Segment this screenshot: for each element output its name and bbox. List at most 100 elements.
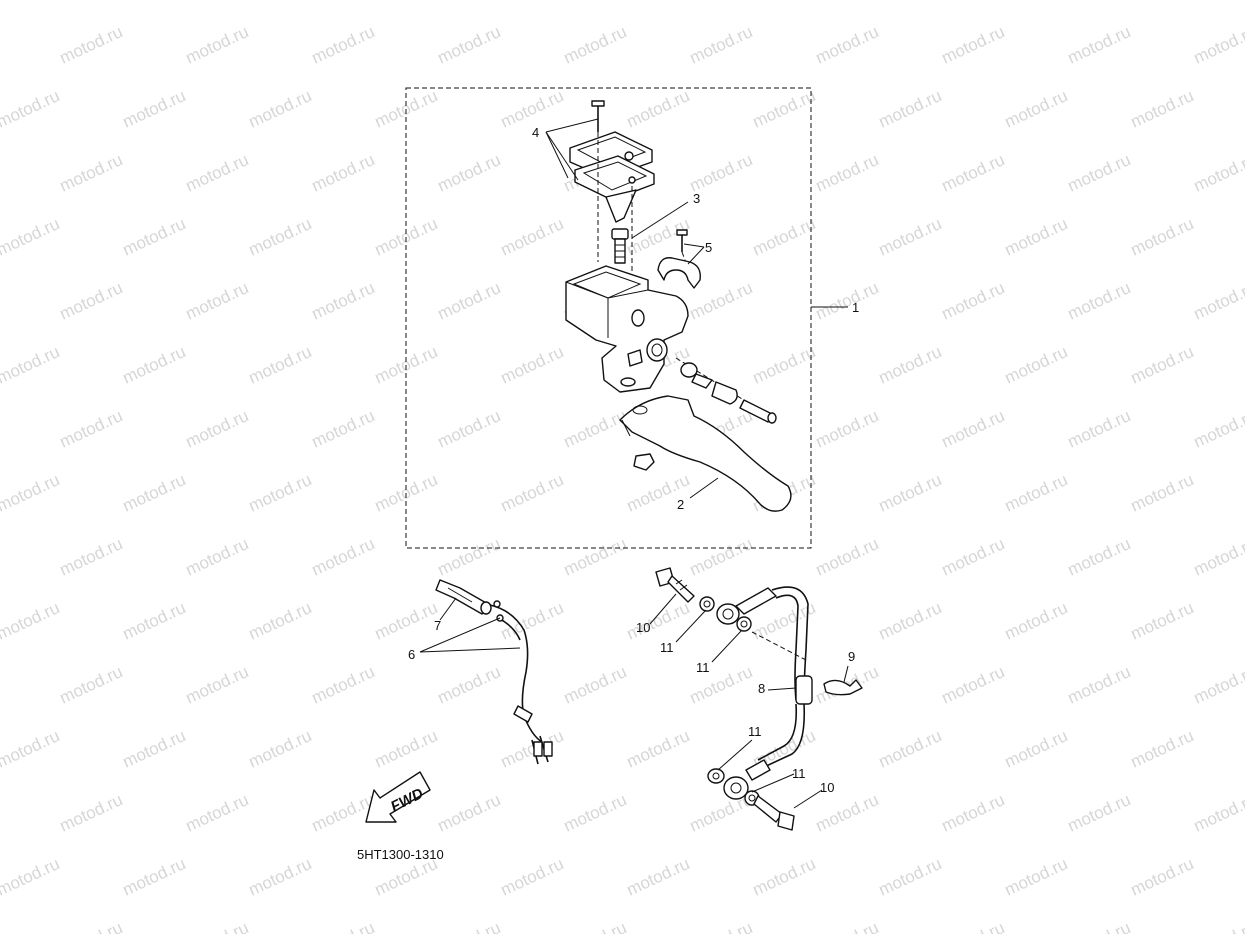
brake-hose-assembly bbox=[655, 567, 863, 831]
watermark-text: motod.ru bbox=[435, 22, 504, 68]
watermark-text: motod.ru bbox=[876, 0, 945, 4]
watermark-text: motod.ru bbox=[813, 790, 882, 836]
callout-4: 4 bbox=[532, 125, 539, 140]
watermark-text: motod.ru bbox=[498, 470, 567, 516]
watermark-text: motod.ru bbox=[876, 214, 945, 260]
watermark-text: motod.ru bbox=[624, 86, 693, 132]
watermark-text: motod.ru bbox=[372, 342, 441, 388]
watermark-text: motod.ru bbox=[498, 854, 567, 900]
callout-11-bottom-a: 11 bbox=[748, 724, 762, 739]
watermark-text: motod.ru bbox=[1191, 406, 1245, 452]
watermark-text: motod.ru bbox=[876, 854, 945, 900]
watermark-text: motod.ru bbox=[939, 918, 1008, 934]
watermark-text: motod.ru bbox=[1128, 0, 1197, 4]
assembly-boundary bbox=[405, 87, 812, 549]
watermark-text: motod.ru bbox=[813, 534, 882, 580]
callout-leaders bbox=[419, 118, 849, 809]
watermark-text: motod.ru bbox=[498, 214, 567, 260]
watermark-text: motod.ru bbox=[1191, 662, 1245, 708]
watermark-text: motod.ru bbox=[435, 790, 504, 836]
watermark-text: motod.ru bbox=[57, 406, 126, 452]
watermark-text: motod.ru bbox=[1002, 342, 1071, 388]
watermark-text: motod.ru bbox=[1065, 918, 1134, 934]
watermark-text: motod.ru bbox=[0, 598, 62, 644]
callout-10-bottom: 10 bbox=[820, 780, 834, 795]
watermark-text: motod.ru bbox=[939, 22, 1008, 68]
callout-1: 1 bbox=[852, 300, 859, 315]
callout-7: 7 bbox=[434, 618, 441, 633]
watermark-text: motod.ru bbox=[246, 86, 315, 132]
watermark-text: motod.ru bbox=[939, 150, 1008, 196]
watermark-text: motod.ru bbox=[1002, 854, 1071, 900]
watermark-text: motod.ru bbox=[1065, 790, 1134, 836]
watermark-text: motod.ru bbox=[372, 0, 441, 4]
watermark-text: motod.ru bbox=[57, 918, 126, 934]
watermark-text: motod.ru bbox=[246, 854, 315, 900]
watermark-text: motod.ru bbox=[246, 726, 315, 772]
watermark-text: motod.ru bbox=[561, 918, 630, 934]
watermark-text: motod.ru bbox=[750, 86, 819, 132]
callout-3: 3 bbox=[693, 191, 700, 206]
watermark-text: motod.ru bbox=[498, 342, 567, 388]
brake-switch-assembly bbox=[435, 579, 553, 765]
callout-11-top-b: 11 bbox=[696, 660, 710, 675]
watermark-text: motod.ru bbox=[498, 598, 567, 644]
watermark-text: motod.ru bbox=[561, 790, 630, 836]
watermark-text: motod.ru bbox=[687, 150, 756, 196]
watermark-text: motod.ru bbox=[309, 790, 378, 836]
watermark-text: motod.ru bbox=[813, 150, 882, 196]
watermark-text: motod.ru bbox=[813, 406, 882, 452]
watermark-text: motod.ru bbox=[0, 86, 62, 132]
watermark-text: motod.ru bbox=[939, 406, 1008, 452]
watermark-text: motod.ru bbox=[120, 854, 189, 900]
callout-11-bottom-b: 11 bbox=[792, 766, 806, 781]
watermark-text: motod.ru bbox=[561, 406, 630, 452]
brake-lever bbox=[619, 395, 792, 512]
watermark-text: motod.ru bbox=[750, 342, 819, 388]
figure-code: 5HT1300-1310 bbox=[357, 847, 444, 862]
watermark-text: motod.ru bbox=[876, 342, 945, 388]
watermark-text: motod.ru bbox=[309, 534, 378, 580]
watermark-text: motod.ru bbox=[246, 342, 315, 388]
watermark-text: motod.ru bbox=[183, 278, 252, 324]
watermark-text: motod.ru bbox=[1065, 534, 1134, 580]
watermark-text: motod.ru bbox=[1191, 150, 1245, 196]
callout-5: 5 bbox=[705, 240, 712, 255]
watermark-text: motod.ru bbox=[1128, 726, 1197, 772]
watermark-text: motod.ru bbox=[813, 22, 882, 68]
watermark-text: motod.ru bbox=[624, 854, 693, 900]
watermark-text: motod.ru bbox=[1191, 534, 1245, 580]
watermark-text: motod.ru bbox=[435, 278, 504, 324]
watermark-text: motod.ru bbox=[1002, 726, 1071, 772]
watermark-text: motod.ru bbox=[750, 0, 819, 4]
banjo-bolt-3 bbox=[611, 228, 629, 264]
watermark-text: motod.ru bbox=[435, 150, 504, 196]
watermark-text: motod.ru bbox=[435, 534, 504, 580]
watermark-text: motod.ru bbox=[1191, 278, 1245, 324]
watermark-text: motod.ru bbox=[120, 726, 189, 772]
watermark-text: motod.ru bbox=[309, 22, 378, 68]
watermark-text: motod.ru bbox=[624, 726, 693, 772]
watermark-text: motod.ru bbox=[435, 406, 504, 452]
watermark-text: motod.ru bbox=[1191, 790, 1245, 836]
forward-direction-arrow: FWD bbox=[365, 771, 431, 823]
diaphragm-plate bbox=[574, 155, 655, 201]
watermark-text: motod.ru bbox=[1128, 214, 1197, 260]
watermark-text: motod.ru bbox=[876, 470, 945, 516]
watermark-text: motod.ru bbox=[120, 86, 189, 132]
watermark-text: motod.ru bbox=[1002, 598, 1071, 644]
watermark-text: motod.ru bbox=[183, 790, 252, 836]
watermark-text: motod.ru bbox=[0, 0, 62, 4]
watermark-text: motod.ru bbox=[372, 214, 441, 260]
watermark-text: motod.ru bbox=[876, 86, 945, 132]
watermark-text: motod.ru bbox=[0, 726, 62, 772]
callout-6: 6 bbox=[408, 647, 415, 662]
clamp bbox=[657, 257, 701, 289]
watermark-text: motod.ru bbox=[309, 278, 378, 324]
watermark-text: motod.ru bbox=[183, 406, 252, 452]
watermark-text: motod.ru bbox=[1128, 86, 1197, 132]
watermark-text: motod.ru bbox=[1128, 342, 1197, 388]
watermark-text: motod.ru bbox=[120, 0, 189, 4]
watermark-text: motod.ru bbox=[939, 278, 1008, 324]
watermark-text: motod.ru bbox=[750, 854, 819, 900]
